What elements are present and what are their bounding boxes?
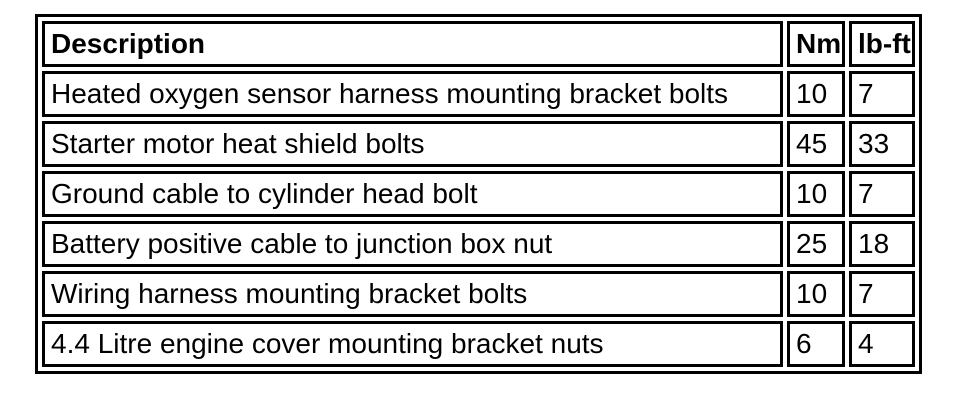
table-row: 4.4 Litre engine cover mounting bracket … xyxy=(42,321,915,367)
cell-description: Starter motor heat shield bolts xyxy=(42,121,783,167)
col-header-nm: Nm xyxy=(787,21,845,67)
cell-description: 4.4 Litre engine cover mounting bracket … xyxy=(42,321,783,367)
table-row: Wiring harness mounting bracket bolts 10… xyxy=(42,271,915,317)
table-row: Starter motor heat shield bolts 45 33 xyxy=(42,121,915,167)
table-row: Battery positive cable to junction box n… xyxy=(42,221,915,267)
cell-lbft: 7 xyxy=(849,271,915,317)
cell-nm: 10 xyxy=(787,271,845,317)
cell-lbft: 4 xyxy=(849,321,915,367)
cell-lbft: 7 xyxy=(849,71,915,117)
cell-description: Heated oxygen sensor harness mounting br… xyxy=(42,71,783,117)
col-header-lbft: lb-ft xyxy=(849,21,915,67)
cell-description: Battery positive cable to junction box n… xyxy=(42,221,783,267)
cell-lbft: 7 xyxy=(849,171,915,217)
cell-lbft: 33 xyxy=(849,121,915,167)
cell-nm: 45 xyxy=(787,121,845,167)
cell-description: Wiring harness mounting bracket bolts xyxy=(42,271,783,317)
cell-description: Ground cable to cylinder head bolt xyxy=(42,171,783,217)
table-row: Heated oxygen sensor harness mounting br… xyxy=(42,71,915,117)
cell-nm: 6 xyxy=(787,321,845,367)
cell-lbft: 18 xyxy=(849,221,915,267)
cell-nm: 10 xyxy=(787,171,845,217)
table-row: Ground cable to cylinder head bolt 10 7 xyxy=(42,171,915,217)
cell-nm: 25 xyxy=(787,221,845,267)
cell-nm: 10 xyxy=(787,71,845,117)
table-container: Description Nm lb-ft Heated oxygen senso… xyxy=(35,14,922,374)
col-header-description: Description xyxy=(42,21,783,67)
header-row: Description Nm lb-ft xyxy=(42,21,915,67)
torque-spec-table: Description Nm lb-ft Heated oxygen senso… xyxy=(35,14,922,374)
